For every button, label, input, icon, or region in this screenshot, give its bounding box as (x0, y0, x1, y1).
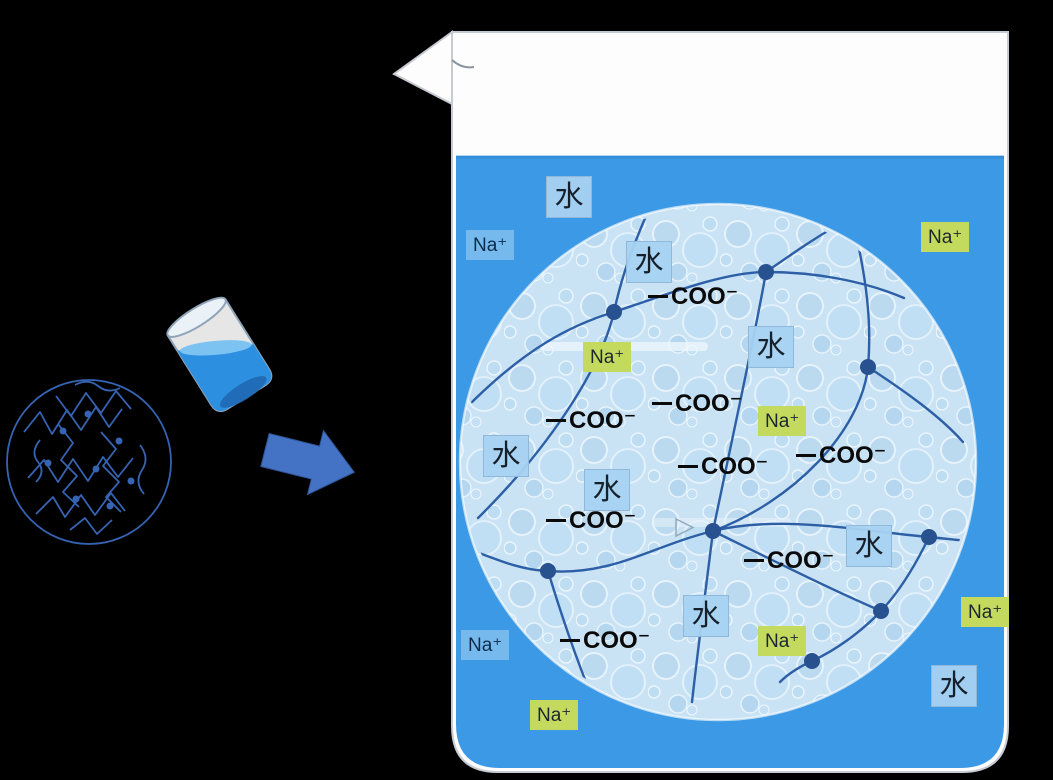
pouring-beaker-icon (166, 296, 273, 413)
water-label: 水 (931, 665, 977, 707)
carboxylate-label: COO⁻ (546, 406, 636, 435)
water-label: 水 (584, 469, 630, 511)
carboxylate-label: COO⁻ (652, 389, 742, 418)
sodium-label: Na⁺ (961, 597, 1010, 627)
sodium-label: Na⁺ (758, 406, 807, 436)
spout-line (451, 59, 475, 69)
beaker-spout (392, 30, 453, 106)
triangle-mark-icon (675, 517, 695, 538)
polymer-crosslink-dots (44, 410, 135, 510)
carboxylate-label: COO⁻ (678, 452, 768, 481)
water-label: 水 (483, 435, 529, 477)
carboxylate-label: COO⁻ (796, 441, 886, 470)
water-label: 水 (748, 326, 794, 368)
polymer-scribbles (23, 380, 147, 535)
dry-polymer-ball (6, 379, 172, 545)
water-label: 水 (626, 241, 672, 283)
sodium-label: Na⁺ (530, 700, 579, 730)
carboxylate-label: COO⁻ (560, 626, 650, 655)
water-label: 水 (683, 595, 729, 637)
gel-rim (458, 202, 978, 722)
carboxylate-label: COO⁻ (648, 282, 738, 311)
water-label: 水 (846, 525, 892, 567)
dry-ball-outline (6, 379, 172, 545)
sodium-label: Na⁺ (466, 230, 515, 260)
transform-arrow-icon (260, 429, 356, 496)
carboxylate-label: COO⁻ (744, 546, 834, 575)
carboxylate-label: COO⁻ (546, 506, 636, 535)
sodium-label: Na⁺ (461, 630, 510, 660)
sodium-label: Na⁺ (921, 222, 970, 252)
sodium-label: Na⁺ (758, 626, 807, 656)
gel-highlight-streak (652, 518, 792, 527)
water-label: 水 (546, 176, 592, 218)
sodium-label: Na⁺ (583, 342, 632, 372)
crosslink-nodes (540, 264, 937, 669)
